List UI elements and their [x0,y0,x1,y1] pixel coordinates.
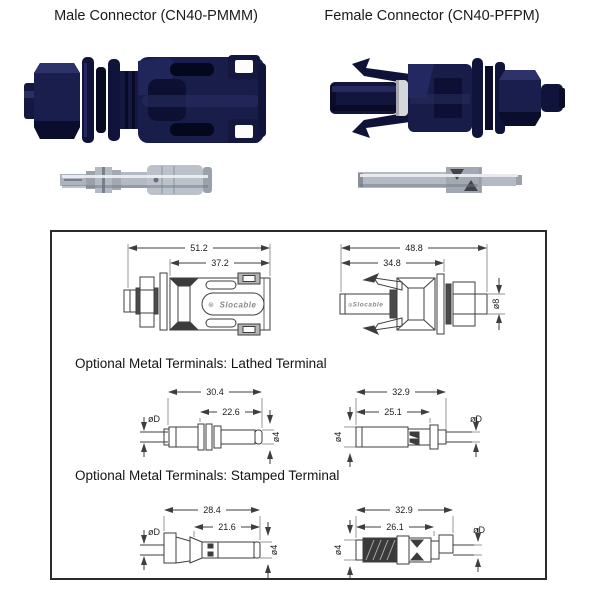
male-brand-text: Slocable [220,301,257,310]
stamped-female-dim-cable: øD [473,525,485,535]
slocable-logo-icon: ⊛ [348,303,353,309]
lathed-male-dim-cable: øD [148,414,160,424]
stamped-male-dim-pin: 21.6 [218,522,236,532]
female-dim-overall: 48.8 [405,243,423,253]
male-connector-drawing [123,244,271,336]
female-connector-title: Female Connector (CN40-PFPM) [324,8,540,24]
spec-drawings: 51.2 37.2 ⊛ Slocable [75,243,505,580]
lathed-section-title: Optional Metal Terminals: Lathed Termina… [75,356,327,371]
female-brand-text: Slocable [353,302,384,309]
lathed-female-terminal-drawing [344,389,480,467]
lathed-female-dim-tip: ø4 [333,432,343,443]
male-dim-body: 37.2 [211,258,229,268]
female-socket-terminal [358,167,522,193]
lathed-male-dim-overall: 30.4 [206,387,224,397]
stamped-male-dim-cable: øD [148,527,160,537]
slocable-logo-icon: ⊛ [208,302,214,309]
lathed-female-dim-cable: øD [470,414,482,424]
stamped-female-dim-overall: 32.9 [395,505,413,515]
stamped-female-dim-tip: ø4 [333,545,343,556]
stamped-female-terminal-drawing [344,507,482,580]
stamped-male-dim-tip: ø4 [269,545,279,556]
female-dim-body: 34.8 [383,258,401,268]
lathed-male-terminal-drawing [140,389,274,464]
lathed-male-dim-tip: ø4 [271,432,281,443]
lathed-female-dim-socket: 25.1 [384,407,402,417]
stamped-male-terminal-drawing [140,507,272,578]
female-connector-drawing [339,244,505,335]
male-pin-terminal [60,165,212,195]
spec-box: 51.2 37.2 ⊛ Slocable [50,230,547,580]
female-connector-body [330,58,565,138]
female-dim-dia: ø8 [491,299,501,310]
male-connector-body [24,55,266,143]
lathed-male-dim-pin: 22.6 [222,407,240,417]
stamped-female-dim-socket: 26.1 [386,522,404,532]
stamped-section-title: Optional Metal Terminals: Stamped Termin… [75,468,339,483]
female-connector-photo [330,58,565,193]
male-dim-overall: 51.2 [190,243,208,253]
male-connector-title: Male Connector (CN40-PMMM) [54,8,258,24]
lathed-female-dim-overall: 32.9 [392,387,410,397]
male-connector-photo [24,55,266,195]
stamped-male-dim-overall: 28.4 [203,505,221,515]
